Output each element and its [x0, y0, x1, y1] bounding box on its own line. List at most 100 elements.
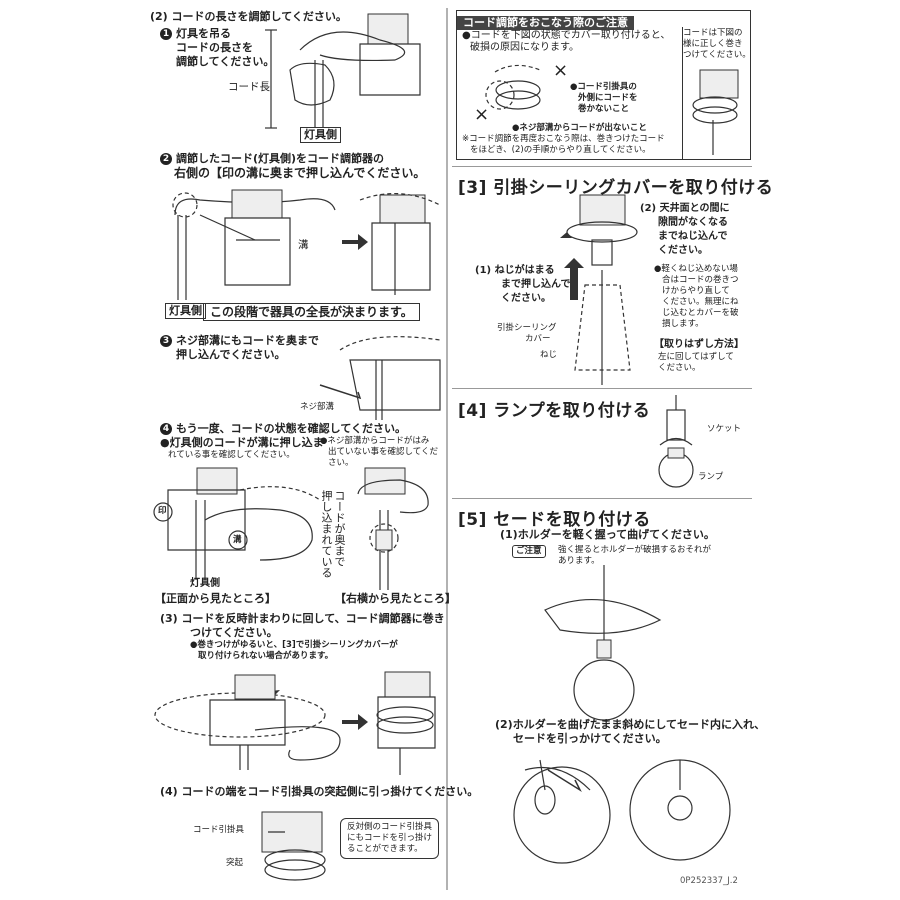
- section-4-heading: [4] ランプを取り付ける: [458, 401, 651, 421]
- hook-note-line-1: 反対側のコード引掛具: [347, 822, 433, 832]
- s3-note-line-1: ●巻きつけがゆるいと、[3]で引掛シーリングカバーが: [190, 640, 398, 650]
- sec3-step2-line-1: (2) 天井面との間に: [640, 203, 730, 214]
- caution-title: コード調節をおこなう際のご注意: [457, 16, 634, 30]
- caution-foot-1: ※コード調節を再度おこなう際は、巻きつけたコード: [462, 134, 665, 144]
- s3-note-line-2: 取り付けられない場合があります。: [198, 651, 334, 661]
- screw-label: ねじ: [540, 350, 558, 360]
- caution-bullet-b: ●ネジ部溝からコードが出ないこと: [512, 123, 647, 133]
- front-view-caption: 【正面から見たところ】: [155, 592, 276, 605]
- cross-mark-1: ×: [553, 60, 569, 81]
- caution-box: コード調節をおこなう際のご注意: [456, 10, 751, 160]
- bullet-a-line-1: ●コード引掛具の: [570, 82, 637, 92]
- s3-title-line-2: つけてください。: [190, 626, 278, 639]
- sec3-step1-line-3: ください。: [501, 293, 551, 304]
- mark-label: 印: [158, 506, 167, 516]
- bullet-a-line-3: 巻かないこと: [578, 104, 630, 114]
- caution-right-line-2: 様に正しく巻き: [683, 39, 743, 49]
- step-1-line-1: 灯具を吊る: [176, 27, 231, 40]
- step-4-text: 4 もう一度、コードの状態を確認してください。: [160, 422, 406, 436]
- removal-title: 【取りはずし方法】: [654, 339, 744, 350]
- divider-3: [452, 498, 752, 499]
- side-view-caption: 【右横から見たところ】: [335, 592, 456, 605]
- warn-line-2: 合はコードの巻きつ: [662, 275, 739, 285]
- section-5-heading: [5] セードを取り付ける: [458, 510, 651, 530]
- sec5-caution-line-2: あります。: [558, 556, 600, 566]
- caution-bullet-a: ●コード引掛具の 外側にコードを 巻かないこと: [570, 82, 638, 115]
- step-number-1: 1: [160, 28, 172, 40]
- step-number-4: 4: [160, 423, 172, 435]
- sec3-step1-line-2: まで押し込んで: [501, 279, 571, 290]
- length-fixed-note: この段階で器具の全長が決まります。: [203, 303, 420, 321]
- caution-foot-2: をほどき、(2)の手順からやり直してください。: [470, 145, 651, 155]
- step-2-line-1: 調節したコード(灯具側)をコード調節器の: [176, 152, 385, 165]
- socket-label: ソケット: [707, 424, 742, 434]
- sec5-step-2: (2)ホルダーを曲げたまま斜めにしてセード内に入れ、 セードを引っかけてください…: [495, 718, 765, 746]
- protrusion-label: 突起: [226, 858, 244, 868]
- bullet-a-line-2: 外側にコードを: [578, 93, 638, 103]
- divider-2: [452, 388, 752, 389]
- sec3-step2-line-4: ください。: [658, 245, 708, 256]
- pushed-in-note: コードが奥まで 押し込まれている: [320, 490, 346, 590]
- cord-length-label: コード長: [228, 81, 270, 93]
- hook-note-line-2: にもコードを引っ掛け: [347, 833, 433, 843]
- groove-label-2: 溝: [233, 535, 242, 545]
- warn-line-5: じ込むとカバーを破: [662, 308, 739, 318]
- section-3-step: (3) コードを反時計まわりに回して、コード調節器に巻き つけてください。 ●巻…: [160, 612, 445, 662]
- divider-1: [452, 166, 752, 167]
- removal-line-1: 左に回してはずして: [658, 352, 734, 362]
- step-3-line-2: 押し込んでください。: [176, 348, 286, 361]
- step-2-text: 2 調節したコード(灯具側)をコード調節器の 右側の【印の溝に奥まで押し込んでくだ…: [160, 152, 425, 180]
- caution-line-2: 破損の原因になります。: [470, 42, 579, 53]
- caution-right-line-3: つけてください。: [683, 50, 751, 60]
- caution-right-note: コードは下図の 様に正しく巻き つけてください。: [683, 28, 751, 61]
- check-right-line-2: 出ていない事を確認してくだ: [328, 447, 438, 457]
- cross-mark-2: ×: [474, 104, 490, 125]
- warn-line-4: ください。無理にね: [662, 297, 739, 307]
- screw-groove-label: ネジ部溝: [300, 402, 335, 412]
- step-1-line-2: コードの長さを: [176, 41, 253, 54]
- check-right: ●ネジ部溝からコードがはみ 出ていない事を確認してくだ さい。: [320, 436, 438, 469]
- fixture-side-label-3: 灯具側: [190, 578, 220, 589]
- sec5-step2-line-2: セードを引っかけてください。: [513, 732, 667, 745]
- sec5-caution-line-1: 強く握るとホルダーが破損するおそれが: [558, 545, 712, 555]
- cover-label: 引掛シーリング カバー: [497, 323, 557, 345]
- warn-line-1: ●軽くねじ込めない場: [654, 264, 738, 274]
- warn-line-6: 損します。: [662, 319, 704, 329]
- cover-label-line-1: 引掛シーリング: [497, 323, 557, 333]
- section-3-heading: [3] 引掛シーリングカバーを取り付ける: [458, 178, 774, 198]
- check-left: ●灯具側のコードが溝に押し込ま れている事を確認してください。: [160, 436, 324, 461]
- step-number-3: 3: [160, 335, 172, 347]
- sec3-step2-line-2: 隙間がなくなる: [658, 217, 728, 228]
- hook-label: コード引掛具: [193, 825, 245, 835]
- removal-method: 【取りはずし方法】 左に回してはずして ください。: [654, 338, 744, 374]
- step-2-line-2: 右側の【印の溝に奥まで押し込んでください。: [174, 166, 426, 180]
- pushed-in-line-2: 押し込まれている: [320, 490, 333, 578]
- sec5-caution-text: 強く握るとホルダーが破損するおそれが あります。: [558, 545, 711, 567]
- sec5-step2-line-1: (2)ホルダーを曲げたまま斜めにしてセード内に入れ、: [495, 718, 766, 731]
- lamp-label: ランプ: [698, 472, 724, 482]
- document-code: 0P252337_J.2: [680, 876, 738, 886]
- check-left-line-1: ●灯具側のコードが溝に押し込ま: [160, 436, 324, 449]
- cover-label-line-2: カバー: [525, 334, 551, 344]
- check-right-line-3: さい。: [328, 458, 354, 468]
- sec3-warning: ●軽くねじ込めない場 合はコードの巻きつ けからやり直して ください。無理にね …: [654, 264, 739, 330]
- warn-line-3: けからやり直して: [662, 286, 730, 296]
- section-4-step: (4) コードの端をコード引掛具の突起側に引っ掛けてください。: [160, 785, 479, 798]
- sec5-step-1: (1)ホルダーを軽く握って曲げてください。: [500, 528, 715, 541]
- check-left-line-2: れている事を確認してください。: [168, 450, 295, 460]
- step-number-2: 2: [160, 153, 172, 165]
- pushed-in-line-1: コードが奥まで: [333, 490, 346, 567]
- caution-right-line-1: コードは下図の: [683, 28, 743, 38]
- section-2-title: (2) コードの長さを調節してください。: [150, 10, 347, 23]
- step-4-line: もう一度、コードの状態を確認してください。: [176, 422, 407, 435]
- fixture-side-label: 灯具側: [300, 127, 341, 143]
- sec3-step-1: (1) ねじがはまる まで押し込んで ください。: [475, 264, 571, 306]
- caution-badge: ご注意: [512, 545, 546, 558]
- hook-note-line-3: ることができます。: [347, 844, 423, 854]
- sec3-step1-line-1: (1) ねじがはまる: [475, 265, 555, 276]
- caution-line-1: ●コードを下図の状態でカバー取り付けると、: [462, 30, 671, 41]
- s3-title-line-1: (3) コードを反時計まわりに回して、コード調節器に巻き: [160, 612, 445, 625]
- sec3-step2-line-3: までねじ込んで: [658, 231, 728, 242]
